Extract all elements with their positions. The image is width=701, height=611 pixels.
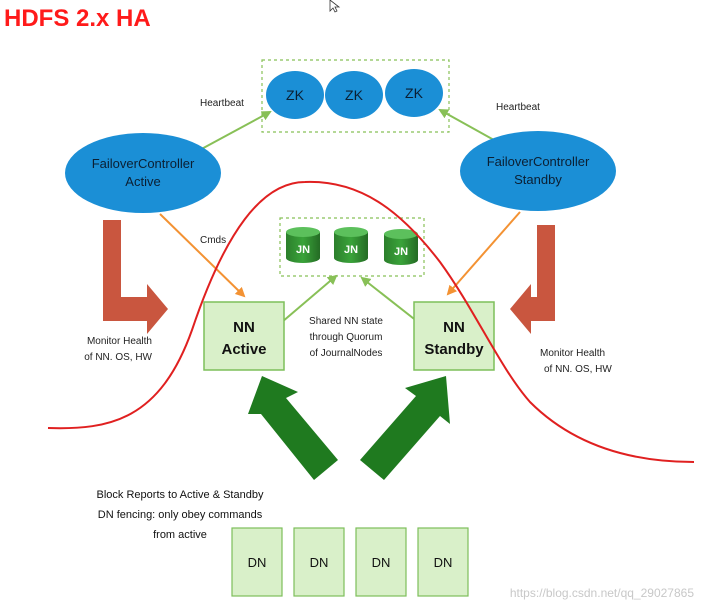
svg-text:NN: NN [233,319,255,336]
monitor-label-right-1: Monitor Health [540,348,605,359]
page-title: HDFS 2.x HA [4,5,151,32]
cmds-arrow-right [446,211,521,296]
journal-container [279,217,425,277]
jn-node: JN [384,229,418,265]
watermark: https://blog.csdn.net/qq_29027865 [510,586,694,600]
block-reports-label-3: from active [153,529,207,541]
svg-text:DN: DN [248,555,267,570]
svg-text:JN: JN [344,244,358,256]
shared-state-label-2: through Quorum [310,332,383,343]
svg-text:ZK: ZK [286,87,305,103]
svg-text:FailoverController: FailoverController [92,156,195,171]
cmds-label: Cmds [200,235,226,246]
zk-node: ZK [266,71,324,119]
annotation-curve [47,180,695,463]
svg-text:Active: Active [221,341,266,358]
dn-node: DN [417,527,469,597]
dn-node: DN [355,527,407,597]
heartbeat-arrow-left [195,111,272,153]
svg-text:ZK: ZK [405,85,424,101]
block-report-arrow-left [248,376,338,480]
svg-text:Standby: Standby [424,341,484,358]
block-reports-label-2: DN fencing: only obey commands [98,509,263,521]
svg-text:ZK: ZK [345,87,364,103]
dn-node: DN [293,527,345,597]
nn-standby-box: NN Standby [413,301,495,371]
failover-controller-active: FailoverController Active [65,133,221,213]
jn-node: JN [334,227,368,263]
monitor-arrow-right [510,225,555,334]
svg-text:DN: DN [434,555,453,570]
dn-node: DN [231,527,283,597]
svg-text:Active: Active [125,174,160,189]
nn-active-box: NN Active [203,301,285,371]
svg-text:DN: DN [372,555,391,570]
svg-text:JN: JN [296,244,310,256]
monitor-arrow-left [103,220,168,334]
monitor-label-right-2: of NN. OS, HW [544,364,612,375]
zk-node: ZK [385,69,443,117]
nn-standby-to-jn-arrow [360,276,419,323]
jn-node: JN [286,227,320,263]
heartbeat-label-left: Heartbeat [200,98,244,109]
svg-text:DN: DN [310,555,329,570]
block-report-arrow-right [360,376,450,480]
cursor-icon [329,0,341,13]
heartbeat-label-right: Heartbeat [496,102,540,113]
monitor-label-left-1: Monitor Health [87,336,152,347]
shared-state-label-1: Shared NN state [309,316,383,327]
monitor-label-left-2: of NN. OS, HW [84,352,152,363]
svg-text:Standby: Standby [514,172,562,187]
zookeeper-container [261,59,450,133]
nn-active-to-jn-arrow [281,274,338,323]
block-reports-label-1: Block Reports to Active & Standby [97,489,264,501]
failover-controller-standby: FailoverController Standby [460,131,616,211]
zk-node: ZK [325,71,383,119]
shared-state-label-3: of JournalNodes [310,348,383,359]
cmds-arrow-left [159,213,246,298]
svg-text:JN: JN [394,246,408,258]
svg-text:NN: NN [443,319,465,336]
svg-text:FailoverController: FailoverController [487,154,590,169]
